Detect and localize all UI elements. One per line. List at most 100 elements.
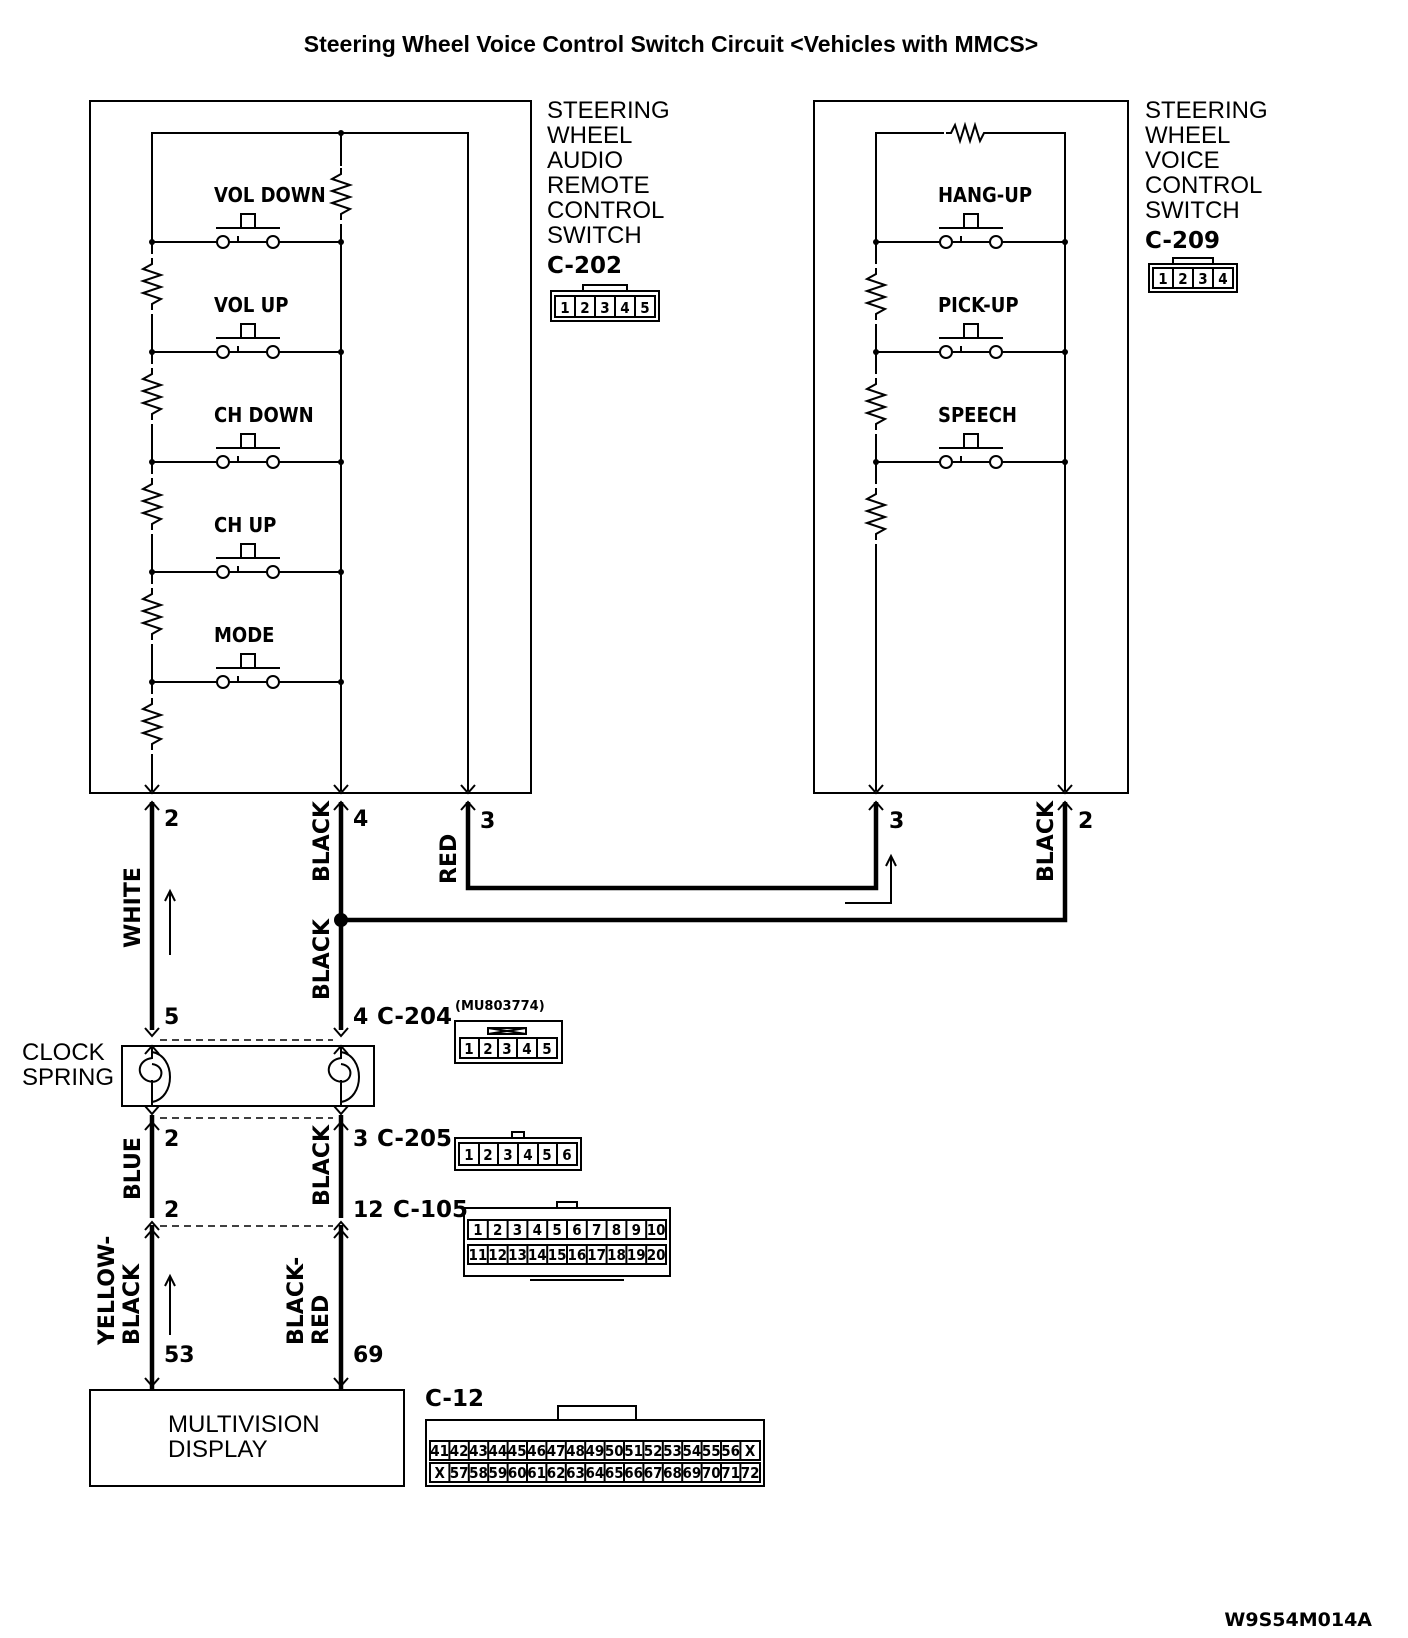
- pick-up-switch: PICK-UP: [873, 293, 1068, 359]
- wire-color-label: YELLOW- BLACK: [95, 1228, 145, 1346]
- connector-id: C-205: [377, 1126, 452, 1152]
- hang-up-switch: HANG-UP: [873, 183, 1068, 249]
- connector-pin-label: 45: [508, 1442, 527, 1460]
- connector-pin-label: 13: [508, 1246, 527, 1264]
- connector-pin-label: 67: [644, 1464, 663, 1482]
- clock-spring: 5 4 C-204 (MU803774) CLOCK SPRING 2 3 C-…: [22, 999, 582, 1171]
- svg-text:4: 4: [522, 1040, 531, 1058]
- connector-pin-label: 53: [663, 1442, 682, 1460]
- connector-pin-label: 20: [647, 1246, 666, 1264]
- connector-pin-label: 59: [489, 1464, 508, 1482]
- connector-c202-face: 1 2 3 4 5: [550, 284, 660, 322]
- drawing-reference: W9S54M014A: [1224, 1609, 1372, 1631]
- connector-pin-label: 19: [627, 1246, 646, 1264]
- connector-pin-label: 10: [647, 1221, 666, 1239]
- connector-pin-label: 43: [469, 1442, 488, 1460]
- connector-pin-label: 12: [488, 1246, 507, 1264]
- connector-pin-label: 48: [566, 1442, 585, 1460]
- pin-number: 53: [164, 1343, 195, 1368]
- connector-pin-label: 62: [547, 1464, 566, 1482]
- button-label: MODE: [214, 623, 274, 647]
- connector-pin-label: 49: [586, 1442, 605, 1460]
- connector-pin-label: 64: [586, 1464, 605, 1482]
- pin-number: 12: [353, 1198, 384, 1223]
- svg-text:3: 3: [502, 1040, 511, 1058]
- audio-remote-control-switch: VOL DOWN VOL UP CH DOWN CH UP MODE: [89, 97, 670, 834]
- button-label: HANG-UP: [938, 183, 1032, 207]
- connector-pin-label: 50: [605, 1442, 624, 1460]
- ch-down-switch: CH DOWN: [149, 403, 344, 469]
- connector-pin-label: 3: [513, 1221, 522, 1239]
- diagram-title: Steering Wheel Voice Control Switch Circ…: [304, 31, 1038, 57]
- connector-pin-label: 14: [528, 1246, 547, 1264]
- svg-text:1: 1: [560, 299, 569, 317]
- connector-pin-label: 65: [605, 1464, 624, 1482]
- connector-pin-label: 2: [493, 1221, 502, 1239]
- connector-pin-label: 6: [572, 1221, 581, 1239]
- connector-id: C-202: [547, 253, 622, 279]
- pin-number: 2: [1078, 809, 1093, 834]
- svg-text:3: 3: [1198, 270, 1207, 288]
- connector-id: C-204: [377, 1004, 452, 1030]
- pin-number: 4: [353, 1005, 368, 1030]
- connector-pin-label: 57: [450, 1464, 469, 1482]
- button-label: SPEECH: [938, 403, 1017, 427]
- connector-pin-label: 63: [566, 1464, 585, 1482]
- connector-id: C-12: [425, 1386, 484, 1412]
- svg-text:2: 2: [1178, 270, 1187, 288]
- mode-switch: MODE: [149, 623, 344, 689]
- speech-switch: SPEECH: [873, 403, 1068, 469]
- connector-pin-label: 15: [548, 1246, 567, 1264]
- connector-pin-label: 55: [702, 1442, 721, 1460]
- connector-pin-label: 66: [624, 1464, 643, 1482]
- connector-pin-label: 72: [741, 1464, 760, 1482]
- harness-wires: WHITE BLACK BLACK RED BLACK BLUE BLACK Y…: [95, 800, 1068, 1390]
- pin-number: 2: [164, 807, 179, 832]
- wire-color-label: BLUE: [121, 1137, 146, 1200]
- connector-pin-label: 68: [663, 1464, 682, 1482]
- connector-pin-label: X: [745, 1442, 756, 1460]
- svg-text:5: 5: [542, 1146, 551, 1164]
- wire-color-label: BLACK- RED: [284, 1249, 334, 1345]
- svg-text:5: 5: [542, 1040, 551, 1058]
- button-label: VOL UP: [214, 293, 288, 317]
- connector-pin-label: 4: [533, 1221, 542, 1239]
- connector-pin-label: 60: [508, 1464, 527, 1482]
- pin-number: 3: [353, 1127, 368, 1152]
- svg-text:3: 3: [600, 299, 609, 317]
- ch-up-switch: CH UP: [149, 513, 344, 579]
- button-label: VOL DOWN: [214, 183, 326, 207]
- component-name: MULTIVISION DISPLAY: [168, 1411, 326, 1463]
- connector-pin-label: 18: [607, 1246, 626, 1264]
- button-label: CH DOWN: [214, 403, 314, 427]
- svg-text:2: 2: [483, 1040, 492, 1058]
- wire-color-label: BLACK: [310, 800, 335, 882]
- connector-pin-label: 51: [624, 1442, 643, 1460]
- component-name: CLOCK SPRING: [22, 1039, 114, 1091]
- connector-pin-label: 17: [587, 1246, 606, 1264]
- svg-text:1: 1: [1158, 270, 1167, 288]
- connector-pin-label: 54: [683, 1442, 702, 1460]
- connector-pin-label: 47: [547, 1442, 566, 1460]
- connector-pin-label: 42: [450, 1442, 469, 1460]
- connector-pin-label: 52: [644, 1442, 663, 1460]
- voice-control-switch: HANG-UP PICK-UP SPEECH 3 2 STEERING WHEE…: [813, 97, 1274, 834]
- svg-text:6: 6: [562, 1146, 571, 1164]
- svg-text:4: 4: [620, 299, 629, 317]
- pin-number: 4: [353, 807, 368, 832]
- connector-pin-label: 7: [592, 1221, 601, 1239]
- button-label: PICK-UP: [938, 293, 1019, 317]
- vol-down-switch: VOL DOWN: [149, 183, 344, 249]
- svg-text:3: 3: [503, 1146, 512, 1164]
- connector-pin-label: 58: [469, 1464, 488, 1482]
- svg-text:1: 1: [464, 1146, 473, 1164]
- svg-text:1: 1: [464, 1040, 473, 1058]
- wire-color-label: BLACK: [310, 1124, 335, 1206]
- component-name: STEERING WHEEL VOICE CONTROL SWITCH: [1145, 97, 1274, 224]
- svg-text:2: 2: [483, 1146, 492, 1164]
- connector-c209-face: 1 2 3 4: [1148, 257, 1238, 293]
- pin-number: 69: [353, 1343, 384, 1368]
